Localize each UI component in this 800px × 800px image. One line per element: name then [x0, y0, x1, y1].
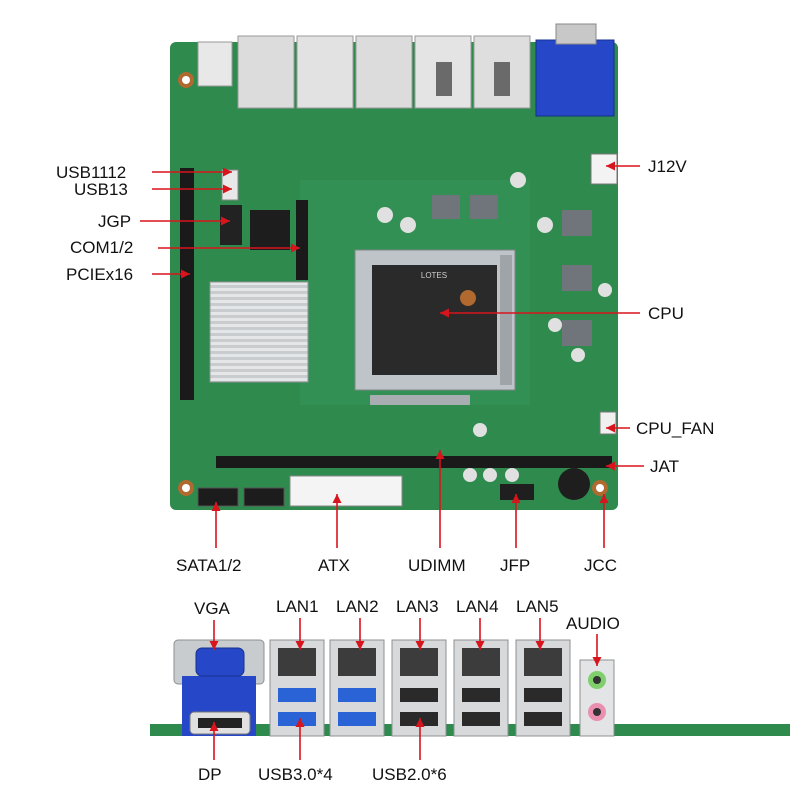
- mounting-holes: [178, 72, 608, 496]
- arrow-cpu-fan: [606, 423, 630, 433]
- arrow-cpu: [440, 308, 640, 318]
- label-cpu-fan: CPU_FAN: [636, 419, 715, 438]
- arrow-udimm: [435, 450, 445, 548]
- label-pciex16: PCIEx16: [66, 265, 134, 284]
- arrow-lan3: [415, 618, 425, 650]
- vrm-components: [377, 172, 612, 482]
- arrow-lan2: [355, 618, 365, 650]
- arrow-usb13: [152, 184, 232, 194]
- label-com12: COM1/2: [70, 238, 134, 257]
- arrow-jgp: [140, 216, 230, 226]
- cpu-socket: LOTES: [354, 249, 516, 405]
- label-jgp: JGP: [98, 212, 132, 231]
- lan5-usb20-stack: [515, 639, 571, 737]
- label-jat: JAT: [650, 457, 679, 476]
- arrow-usb20: [415, 718, 425, 760]
- arrow-lan5: [535, 618, 545, 650]
- label-lan4: LAN4: [456, 597, 499, 616]
- board-rear-io: [197, 23, 615, 117]
- arrow-jcc: [599, 494, 609, 548]
- label-vga: VGA: [194, 599, 230, 618]
- label-atx: ATX: [318, 556, 350, 575]
- sata-connector-2: [243, 487, 285, 507]
- arrow-usb1112: [152, 167, 232, 177]
- arrow-usb30: [295, 718, 305, 760]
- arrow-lan1: [295, 618, 305, 650]
- label-lan2: LAN2: [336, 597, 379, 616]
- buzzer: [558, 468, 590, 500]
- arrow-lan4: [475, 618, 485, 650]
- label-usb30: USB3.0*4: [258, 765, 333, 784]
- label-lan1: LAN1: [276, 597, 319, 616]
- lan1-usb30-stack: [269, 639, 325, 737]
- label-lan3: LAN3: [396, 597, 439, 616]
- pciex16-slot: [180, 168, 194, 400]
- label-lan5: LAN5: [516, 597, 559, 616]
- label-j12v: J12V: [648, 157, 687, 176]
- arrow-jat: [606, 461, 644, 471]
- label-udimm: UDIMM: [408, 556, 466, 575]
- arrow-sata12: [211, 502, 221, 548]
- label-audio: AUDIO: [566, 614, 620, 633]
- arrow-jfp: [511, 494, 521, 548]
- jfp-header: [500, 484, 534, 500]
- arrow-atx: [332, 494, 342, 548]
- callout-arrows: [140, 161, 644, 760]
- lan2-usb30-stack: [329, 639, 385, 737]
- label-jcc: JCC: [584, 556, 618, 575]
- arrow-com12: [158, 243, 300, 253]
- chipset-heatsink: [209, 281, 309, 383]
- vga-dp-stack: [173, 639, 265, 736]
- arrow-dp: [209, 722, 219, 760]
- audio-jacks: [579, 659, 615, 737]
- arrow-j12v: [606, 161, 640, 171]
- lan4-usb20-stack: [453, 639, 509, 737]
- sata-connector-1: [197, 487, 239, 507]
- arrow-vga: [209, 620, 219, 650]
- svg-text:LOTES: LOTES: [421, 271, 447, 280]
- label-dp: DP: [198, 765, 222, 784]
- label-usb20: USB2.0*6: [372, 765, 447, 784]
- label-usb1112: USB1112: [56, 163, 127, 182]
- label-usb13: USB13: [74, 180, 128, 199]
- arrow-pciex16: [152, 269, 190, 279]
- label-cpu: CPU: [648, 304, 684, 323]
- controller-chip: [250, 210, 290, 250]
- atx-connector: [289, 475, 403, 507]
- udimm-slot: [216, 456, 612, 468]
- arrow-audio: [592, 634, 602, 666]
- label-jfp: JFP: [500, 556, 531, 575]
- label-sata12: SATA1/2: [176, 556, 242, 575]
